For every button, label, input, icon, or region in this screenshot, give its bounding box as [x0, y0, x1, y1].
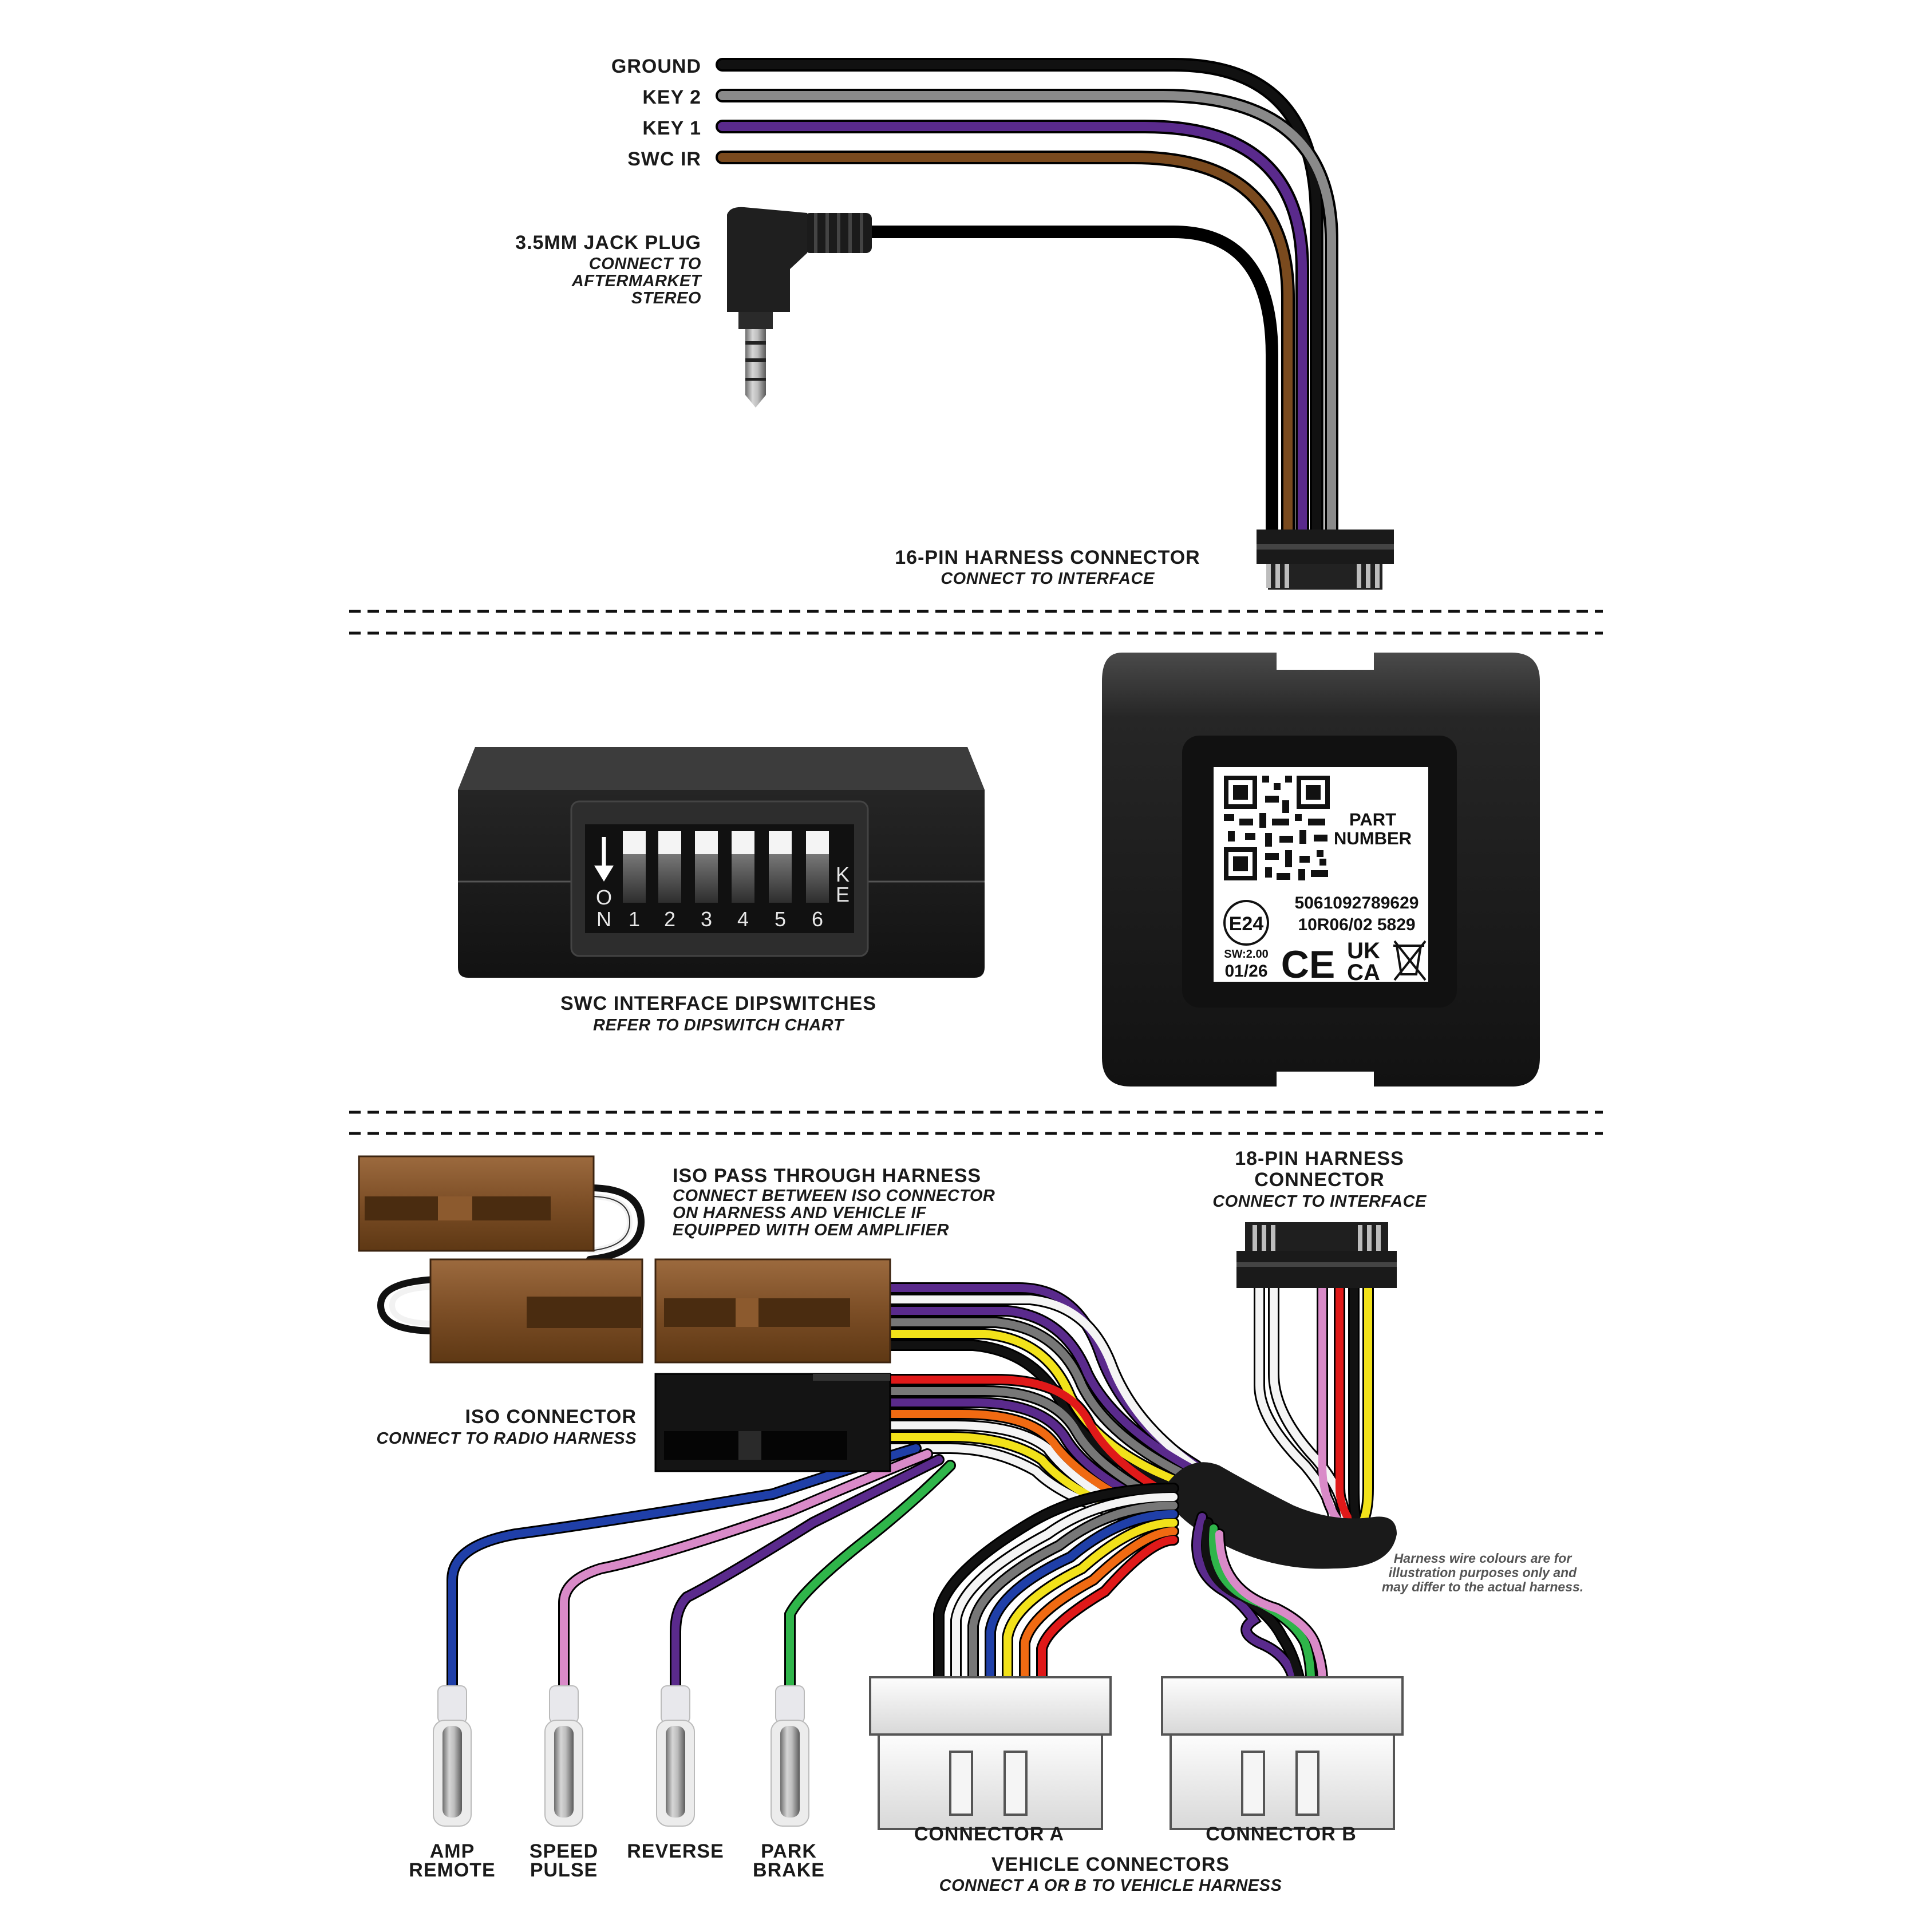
ground-wire: [718, 60, 1321, 537]
reverse-label: REVERSE: [627, 1840, 724, 1862]
swc-ir-wire: [718, 153, 1293, 537]
pass-through-loops: [377, 1184, 645, 1334]
dip-on-n: N: [596, 907, 611, 931]
label-approval: 10R06/02 5829: [1298, 915, 1415, 934]
vehicle-wires: [933, 1483, 1328, 1686]
disclaimer-2: illustration purposes only and: [1389, 1565, 1577, 1580]
reverse-wire: [671, 1456, 943, 1693]
label-date: 01/26: [1224, 962, 1267, 981]
jack-plug: [727, 207, 872, 408]
dip-side-e: E: [836, 883, 850, 906]
speed-pulse-wire: [560, 1450, 931, 1693]
separator-top: [349, 610, 1603, 635]
weee-bin-icon: [1393, 940, 1427, 987]
16-pin-connector: [1257, 530, 1394, 590]
iso-pass-note-3: EQUIPPED WITH OEM AMPLIFIER: [673, 1221, 949, 1239]
dipswitch-title: SWC INTERFACE DIPSWITCHES: [560, 993, 876, 1014]
iso-connector-title: ISO CONNECTOR: [465, 1406, 637, 1428]
amp-remote-label-2: REMOTE: [409, 1859, 495, 1881]
key2-label: KEY 2: [642, 86, 701, 108]
ground-label: GROUND: [611, 56, 701, 77]
dip-number-4: 4: [737, 907, 749, 931]
vehicle-connectors-title: VEHICLE CONNECTORS: [991, 1854, 1230, 1875]
speed-pulse-label-2: PULSE: [530, 1859, 598, 1881]
dipswitch-box: [458, 747, 985, 978]
bullet-terminal-speed: [544, 1685, 583, 1827]
bullet-terminal-reverse: [656, 1685, 695, 1827]
jack-note-3: STEREO: [631, 289, 701, 307]
label-number: NUMBER: [1334, 828, 1412, 848]
label-e-mark: E24: [1229, 913, 1264, 935]
iso-pass-note-2: ON HARNESS AND VEHICLE IF: [673, 1204, 927, 1222]
jack-cable: [864, 226, 1278, 539]
park-brake-label-1: PARK: [761, 1840, 817, 1862]
dip-number-5: 5: [775, 907, 786, 931]
harness16-title: 16-PIN HARNESS CONNECTOR: [895, 547, 1200, 568]
ukca-mark-top: UK: [1347, 938, 1380, 963]
connector-b-label: CONNECTOR B: [1206, 1823, 1357, 1845]
dip-number-3: 3: [701, 907, 712, 931]
iso-pass-connector-1: [358, 1155, 595, 1252]
interface-box: [1102, 653, 1540, 1086]
connector-a-label: CONNECTOR A: [914, 1823, 1064, 1845]
disclaimer-1: Harness wire colours are for: [1394, 1551, 1573, 1566]
harness18-title-1: 18-PIN HARNESS: [1235, 1148, 1404, 1170]
disclaimer-3: may differ to the actual harness.: [1382, 1579, 1583, 1594]
speed-pulse-label-1: SPEED: [530, 1840, 598, 1862]
jack-title: 3.5MM JACK PLUG: [515, 232, 701, 254]
key1-wire: [718, 122, 1307, 537]
iso-connector-note: CONNECT TO RADIO HARNESS: [376, 1429, 637, 1448]
dip-number-1: 1: [629, 907, 640, 931]
dipswitch-note: REFER TO DIPSWITCH CHART: [593, 1016, 845, 1034]
iso-pass-note-1: CONNECT BETWEEN ISO CONNECTOR: [673, 1187, 995, 1205]
dip-number-6: 6: [812, 907, 823, 931]
dip-on-o: O: [596, 886, 612, 909]
bullet-wires: [447, 1443, 956, 1694]
vehicle-connector-b: [1161, 1676, 1404, 1830]
harness16-note: CONNECT TO INTERFACE: [941, 570, 1155, 588]
iso-harness-wires: [884, 1282, 1214, 1528]
key1-label: KEY 1: [642, 117, 701, 139]
harness18-note: CONNECT TO INTERFACE: [1212, 1192, 1427, 1211]
label-part: PART: [1349, 809, 1396, 829]
dip-side-k: K: [836, 863, 850, 886]
bullet-terminal-amp: [433, 1685, 472, 1827]
vehicle-connector-a: [869, 1676, 1112, 1830]
bullet-terminal-park: [771, 1685, 809, 1827]
iso-connector: [654, 1373, 891, 1472]
harness18-title-2: CONNECTOR: [1254, 1169, 1385, 1191]
separator-bottom: [349, 1111, 1603, 1135]
top-wires: [716, 58, 1338, 539]
ukca-mark-bottom: CA: [1347, 960, 1380, 985]
iso-pass-connector-3: [654, 1258, 891, 1364]
jack-note-2: AFTERMARKET: [571, 272, 702, 290]
jack-note-1: CONNECT TO: [589, 255, 701, 273]
18-pin-connector: [1236, 1222, 1397, 1288]
park-brake-label-2: BRAKE: [753, 1859, 825, 1881]
park-brake-wire: [786, 1461, 954, 1693]
amp-remote-label-1: AMP: [430, 1840, 475, 1862]
iso-pass-title: ISO PASS THROUGH HARNESS: [673, 1165, 981, 1187]
ce-mark: CE: [1281, 943, 1335, 986]
iso-pass-connector-2: [429, 1258, 643, 1364]
swc-ir-label: SWC IR: [627, 148, 701, 170]
qr-code: [1224, 776, 1330, 880]
label-barcode: 5061092789629: [1295, 894, 1419, 912]
18-pin-wires: [1254, 1282, 1374, 1528]
dip-number-2: 2: [664, 907, 675, 931]
vehicle-connectors-note: CONNECT A OR B TO VEHICLE HARNESS: [939, 1876, 1282, 1895]
key2-wire: [718, 91, 1336, 537]
label-sw: SW:2.00: [1224, 948, 1268, 961]
